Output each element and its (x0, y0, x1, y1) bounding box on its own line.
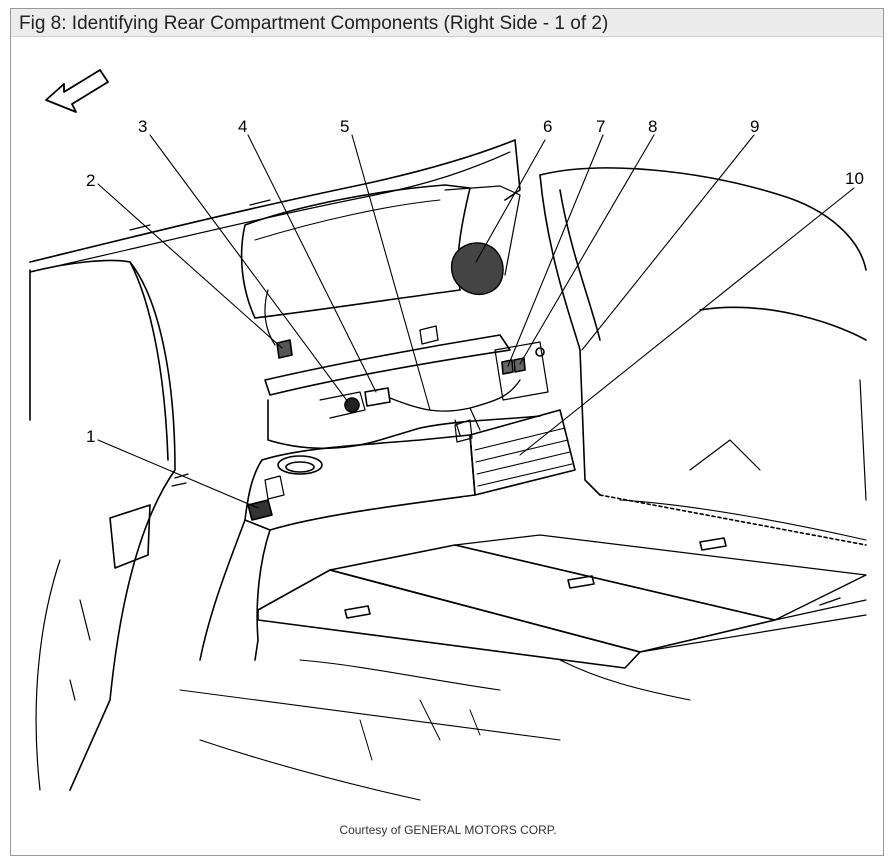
left-rear-trim-panel (244, 434, 476, 531)
callout-leader-lines (97, 134, 855, 509)
cargo-floor-panel-front (329, 544, 776, 653)
roof-rail-outline (29, 139, 516, 263)
floor-handle-2 (567, 575, 595, 589)
callout-2: 2 (86, 171, 95, 190)
figure-credit: Courtesy of GENERAL MOTORS CORP. (339, 823, 557, 837)
rear-window-opening (240, 184, 471, 319)
figure-title-bar: Fig 8: Identifying Rear Compartment Comp… (11, 9, 883, 37)
callout-6: 6 (543, 117, 552, 136)
left-body-side-outline (29, 259, 176, 791)
right-quarter-outline (539, 167, 867, 271)
callout-4: 4 (238, 117, 247, 136)
component-3-actuator (344, 397, 360, 413)
callout-labels: 1 2 3 4 5 6 7 8 9 10 (86, 117, 864, 446)
rear-header-trim (264, 334, 511, 396)
component-2-bracket (276, 339, 293, 359)
figure-frame: Fig 8: Identifying Rear Compartment Comp… (10, 8, 884, 856)
component-4-module (364, 387, 391, 407)
callout-3: 3 (138, 117, 147, 136)
callout-8: 8 (648, 117, 657, 136)
callout-10: 10 (845, 169, 864, 188)
callout-9: 9 (750, 117, 759, 136)
floor-handle-3 (699, 537, 727, 551)
speaker-grille (450, 242, 504, 296)
component-1-outlet (247, 499, 273, 521)
cargo-floor-panel-rear (257, 569, 641, 669)
left-side-panel-pocket (109, 504, 151, 569)
figure-title: Fig 8: Identifying Rear Compartment Comp… (19, 13, 609, 34)
component-7-switch (501, 359, 514, 375)
front-direction-arrow-icon (45, 69, 109, 113)
component-8-switch (513, 357, 526, 373)
callout-7: 7 (596, 117, 605, 136)
callout-5: 5 (340, 117, 349, 136)
callout-1: 1 (86, 427, 95, 446)
floor-handle-1 (344, 605, 371, 619)
cup-holder (277, 455, 323, 475)
